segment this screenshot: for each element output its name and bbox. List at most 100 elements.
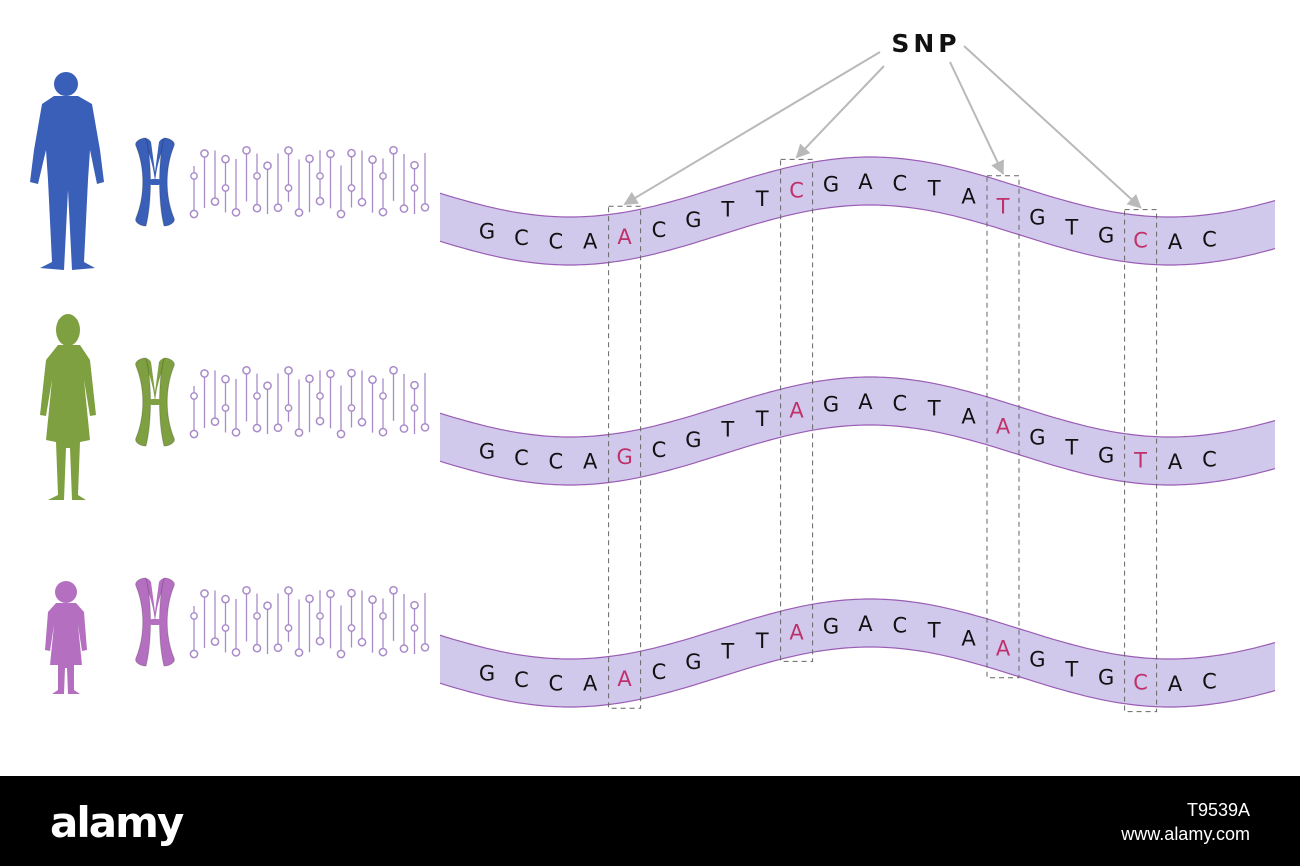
snp-base: A <box>789 398 804 422</box>
snp-arrows <box>623 45 1142 209</box>
snp-base: A <box>617 667 632 691</box>
dna-ladder-icon <box>189 365 430 439</box>
base-letter: G <box>1098 224 1114 248</box>
chromosome-icon <box>135 577 175 667</box>
base-letter: C <box>892 613 907 637</box>
snp-box <box>1124 209 1158 713</box>
base-letter: C <box>652 438 667 462</box>
base-letter: A <box>583 229 598 253</box>
base-letter: T <box>927 177 941 201</box>
child-icon <box>45 581 87 694</box>
base-letter: G <box>823 393 839 417</box>
base-letter: A <box>583 671 598 695</box>
brand-logo: alamy <box>50 798 184 847</box>
base-letter: C <box>514 668 529 692</box>
snp-box <box>986 175 1020 679</box>
base-letter: A <box>858 612 873 636</box>
dna-strand-band <box>440 157 1275 265</box>
dna-strand-band <box>440 377 1275 485</box>
strand-edge-top <box>439 376 1276 438</box>
base-letter: A <box>1168 230 1183 254</box>
snp-box <box>780 158 814 662</box>
base-letter: C <box>548 230 563 254</box>
strand-edge-bottom <box>439 424 1276 486</box>
base-letter: T <box>1064 436 1078 460</box>
dna-strand-band <box>440 599 1275 707</box>
base-letter: G <box>685 208 701 232</box>
footer-bar: alamy T9539A www.alamy.com <box>0 776 1300 866</box>
base-letter: G <box>479 219 495 243</box>
image-id: T9539A <box>1186 800 1250 820</box>
base-letter: T <box>720 418 734 442</box>
dna-strands <box>439 156 1276 708</box>
base-letter: T <box>1064 216 1078 240</box>
base-letter: C <box>514 226 529 250</box>
base-letter: G <box>1029 425 1045 449</box>
chromosome-icon <box>135 357 175 447</box>
snp-highlight-boxes <box>608 158 1158 713</box>
base-letter: G <box>685 650 701 674</box>
base-letter: A <box>961 627 976 651</box>
base-letter: T <box>927 619 941 643</box>
snp-arrow <box>623 51 881 206</box>
snp-arrow <box>949 61 1004 175</box>
snp-label: SNP <box>891 29 960 58</box>
base-letter: C <box>892 391 907 415</box>
dna-ladder-icon <box>189 145 430 219</box>
snp-base: C <box>789 178 804 202</box>
base-letter: T <box>755 407 769 431</box>
snp-base: G <box>616 445 632 469</box>
base-letter: T <box>927 397 941 421</box>
base-letter: T <box>755 187 769 211</box>
base-letter: T <box>755 629 769 653</box>
base-letter: C <box>514 446 529 470</box>
base-letter: C <box>548 450 563 474</box>
base-letter: G <box>479 661 495 685</box>
strand-edge-bottom <box>439 204 1276 266</box>
base-letter: A <box>961 405 976 429</box>
base-letter: T <box>720 198 734 222</box>
base-letter: A <box>583 449 598 473</box>
snp-base: A <box>996 637 1011 661</box>
base-letter: C <box>892 171 907 195</box>
snp-base: T <box>996 195 1010 219</box>
base-letter: A <box>1168 450 1183 474</box>
base-letter: C <box>1202 670 1217 694</box>
base-letter: G <box>1029 205 1045 229</box>
strand-edge-top <box>439 598 1276 660</box>
snp-base: A <box>617 225 632 249</box>
base-letter: T <box>1064 658 1078 682</box>
base-letter: T <box>720 640 734 664</box>
snp-base: T <box>1133 449 1147 473</box>
base-letter: C <box>652 660 667 684</box>
snp-arrow <box>963 45 1142 209</box>
base-letter: G <box>685 428 701 452</box>
man-icon <box>30 72 104 270</box>
base-letter: G <box>1029 647 1045 671</box>
base-letter: A <box>1168 672 1183 696</box>
base-letter: A <box>858 390 873 414</box>
snp-base: A <box>996 415 1011 439</box>
strand-edge-bottom <box>439 646 1276 708</box>
base-letter: A <box>858 170 873 194</box>
base-letter: G <box>823 173 839 197</box>
dna-ladder-icon <box>189 585 430 659</box>
snp-base: A <box>789 620 804 644</box>
base-letter: G <box>1098 444 1114 468</box>
woman-icon <box>40 314 96 500</box>
base-letter: G <box>823 615 839 639</box>
base-letter: C <box>1202 448 1217 472</box>
snp-box <box>608 205 642 709</box>
base-letter: G <box>1098 666 1114 690</box>
site-url: www.alamy.com <box>1121 824 1250 844</box>
snp-base: C <box>1133 671 1148 695</box>
snp-arrow <box>795 65 885 159</box>
base-letter: G <box>479 439 495 463</box>
base-letter: A <box>961 185 976 209</box>
base-letter: C <box>548 672 563 696</box>
